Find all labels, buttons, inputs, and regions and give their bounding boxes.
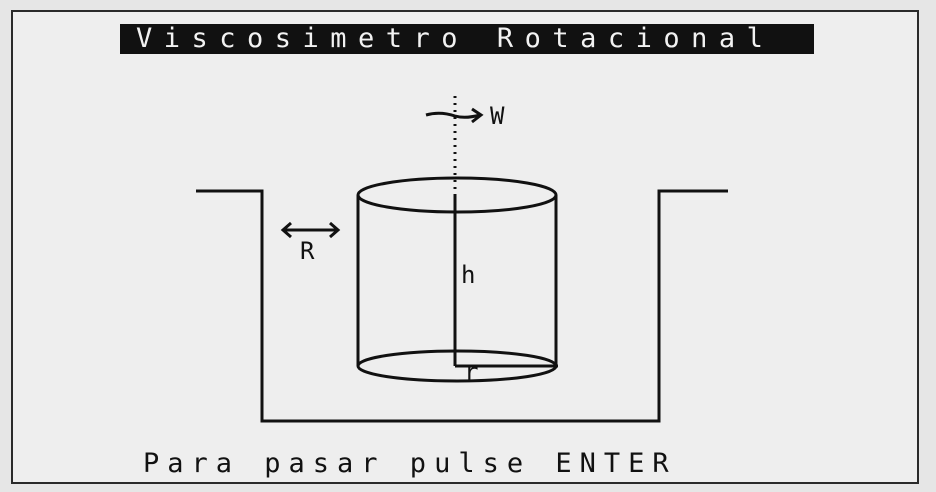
outer-radius-label: R <box>300 237 315 265</box>
cylinder-top <box>356 176 558 214</box>
outer-radius-arrow-icon <box>280 221 341 239</box>
display-frame <box>11 10 919 484</box>
rotation-arrow-icon <box>425 107 484 124</box>
enter-prompt: Para pasar pulse ENTER <box>143 448 677 479</box>
height-label: h <box>461 261 475 289</box>
outer-container <box>196 189 728 423</box>
page-title: Viscosimetro Rotacional <box>120 24 814 54</box>
inner-radius-label: r <box>464 358 478 386</box>
omega-label: W <box>490 102 505 130</box>
